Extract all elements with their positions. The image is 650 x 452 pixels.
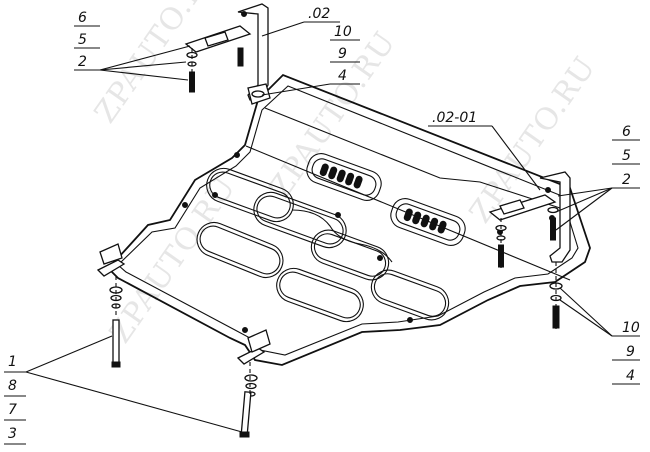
callout-bracket-right: .02-01 <box>428 110 541 191</box>
slot <box>373 273 447 317</box>
plate-outline <box>106 73 591 366</box>
label-02-01: .02-01 <box>432 110 477 126</box>
vent-window-left <box>306 153 382 201</box>
callout-top-left: 6 5 2 <box>74 10 191 81</box>
fastener-front-center <box>239 374 258 438</box>
label-4: 4 <box>338 68 347 84</box>
slot <box>279 271 361 319</box>
bracket-right <box>488 171 571 263</box>
bracket-top <box>184 3 271 105</box>
slot <box>199 225 281 275</box>
tab-front-center-upper <box>247 329 271 353</box>
label-10-right: 10 <box>622 320 640 336</box>
tab-front-left-upper <box>99 243 123 265</box>
slot <box>253 191 347 249</box>
slot <box>256 195 344 245</box>
label-02: .02 <box>308 6 330 22</box>
callout-right-lower: 10 9 4 <box>559 287 640 385</box>
label-4-right: 4 <box>626 368 635 384</box>
slot <box>196 221 284 279</box>
slot-channel <box>291 209 393 263</box>
label-5: 5 <box>78 32 87 48</box>
label-2: 2 <box>78 54 87 70</box>
callout-top-center: 10 9 4 <box>261 24 360 96</box>
slot <box>209 171 291 219</box>
slot <box>276 267 364 323</box>
callout-right-upper: 6 5 2 <box>555 124 640 231</box>
plate-inner-edge <box>117 85 579 356</box>
slot <box>313 233 387 277</box>
label-10: 10 <box>334 24 352 40</box>
plate-rib <box>264 107 561 209</box>
vent-window-right <box>390 198 466 246</box>
tab-front-left <box>96 259 126 277</box>
assembly-axes <box>115 48 557 396</box>
label-6: 6 <box>78 10 87 26</box>
skid-plate <box>96 73 591 366</box>
slot <box>310 229 390 281</box>
embossed-slots <box>196 167 450 323</box>
label-9: 9 <box>338 46 347 62</box>
label-5-right: 5 <box>622 148 631 164</box>
label-1: 1 <box>8 354 17 370</box>
label-8: 8 <box>8 378 17 394</box>
slot <box>370 269 450 321</box>
callout-bottom-left: 1 8 7 3 <box>4 335 243 445</box>
label-3: 3 <box>8 426 17 442</box>
label-6-right: 6 <box>622 124 631 140</box>
label-9-right: 9 <box>626 344 635 360</box>
label-7: 7 <box>8 402 17 418</box>
label-2-right: 2 <box>622 172 631 188</box>
callout-bracket-top: .02 <box>261 6 340 37</box>
